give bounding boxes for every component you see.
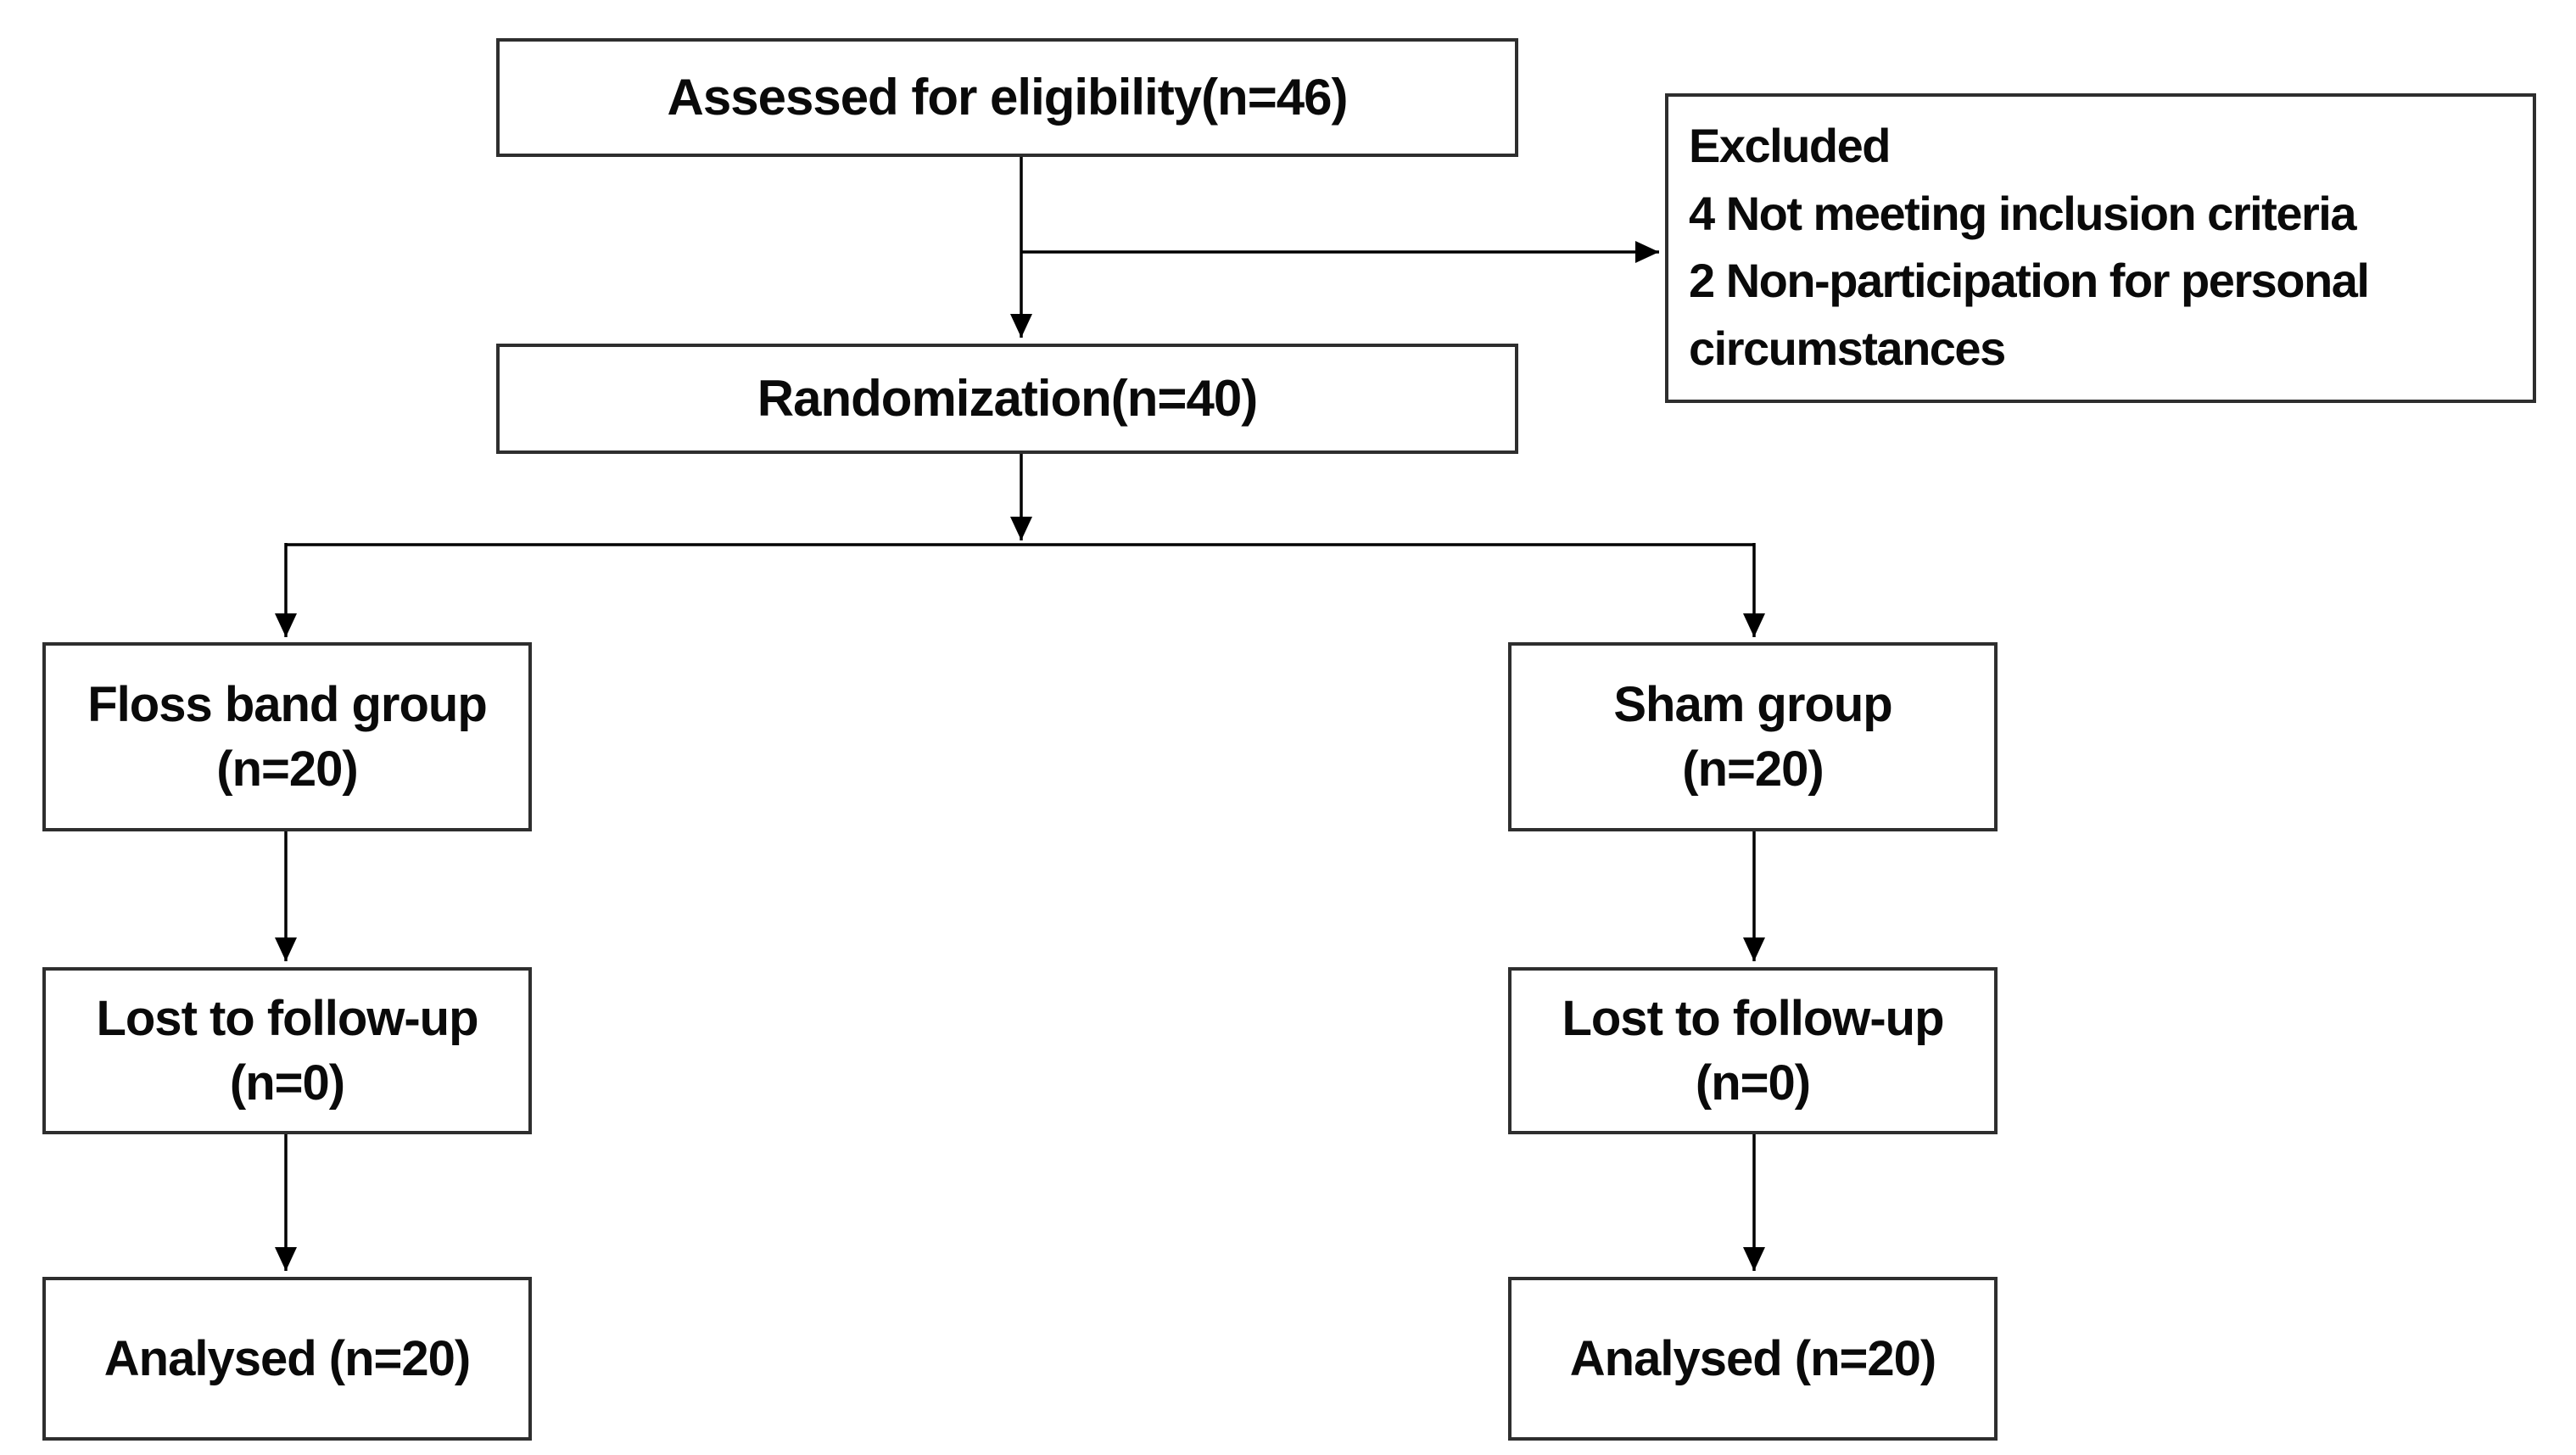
excluded-title: Excluded	[1689, 119, 1891, 172]
excluded-reason-1: 4 Not meeting inclusion criteria	[1689, 186, 2356, 240]
sham-group-name: Sham group	[1613, 677, 1892, 733]
randomization-label: Randomization(n=40)	[757, 370, 1258, 427]
floss-group-n: (n=20)	[216, 741, 358, 797]
box-sham-group: Sham group (n=20)	[1508, 642, 1998, 831]
box-floss-band-group: Floss band group (n=20)	[42, 642, 532, 831]
box-excluded: Excluded 4 Not meeting inclusion criteri…	[1665, 93, 2536, 403]
lost-left-n: (n=0)	[229, 1055, 345, 1111]
analysed-right-label: Analysed (n=20)	[1569, 1330, 1936, 1386]
box-analysed-floss: Analysed (n=20)	[42, 1277, 532, 1441]
box-lost-followup-sham: Lost to follow-up (n=0)	[1508, 967, 1998, 1134]
box-analysed-sham: Analysed (n=20)	[1508, 1277, 1998, 1441]
excluded-reason-2-cont: circumstances	[1689, 321, 2006, 375]
lost-right-label: Lost to follow-up	[1562, 991, 1944, 1047]
analysed-left-label: Analysed (n=20)	[103, 1330, 471, 1386]
floss-group-name: Floss band group	[87, 677, 488, 733]
lost-right-n: (n=0)	[1695, 1055, 1811, 1111]
sham-group-n: (n=20)	[1682, 741, 1824, 797]
excluded-reason-2: 2 Non-participation for personal	[1689, 254, 2370, 308]
box-assessed-eligibility: Assessed for eligibility(n=46)	[496, 38, 1518, 157]
box-lost-followup-floss: Lost to follow-up (n=0)	[42, 967, 532, 1134]
lost-left-label: Lost to follow-up	[96, 991, 478, 1047]
assessed-label: Assessed for eligibility(n=46)	[667, 69, 1349, 126]
box-randomization: Randomization(n=40)	[496, 344, 1518, 454]
